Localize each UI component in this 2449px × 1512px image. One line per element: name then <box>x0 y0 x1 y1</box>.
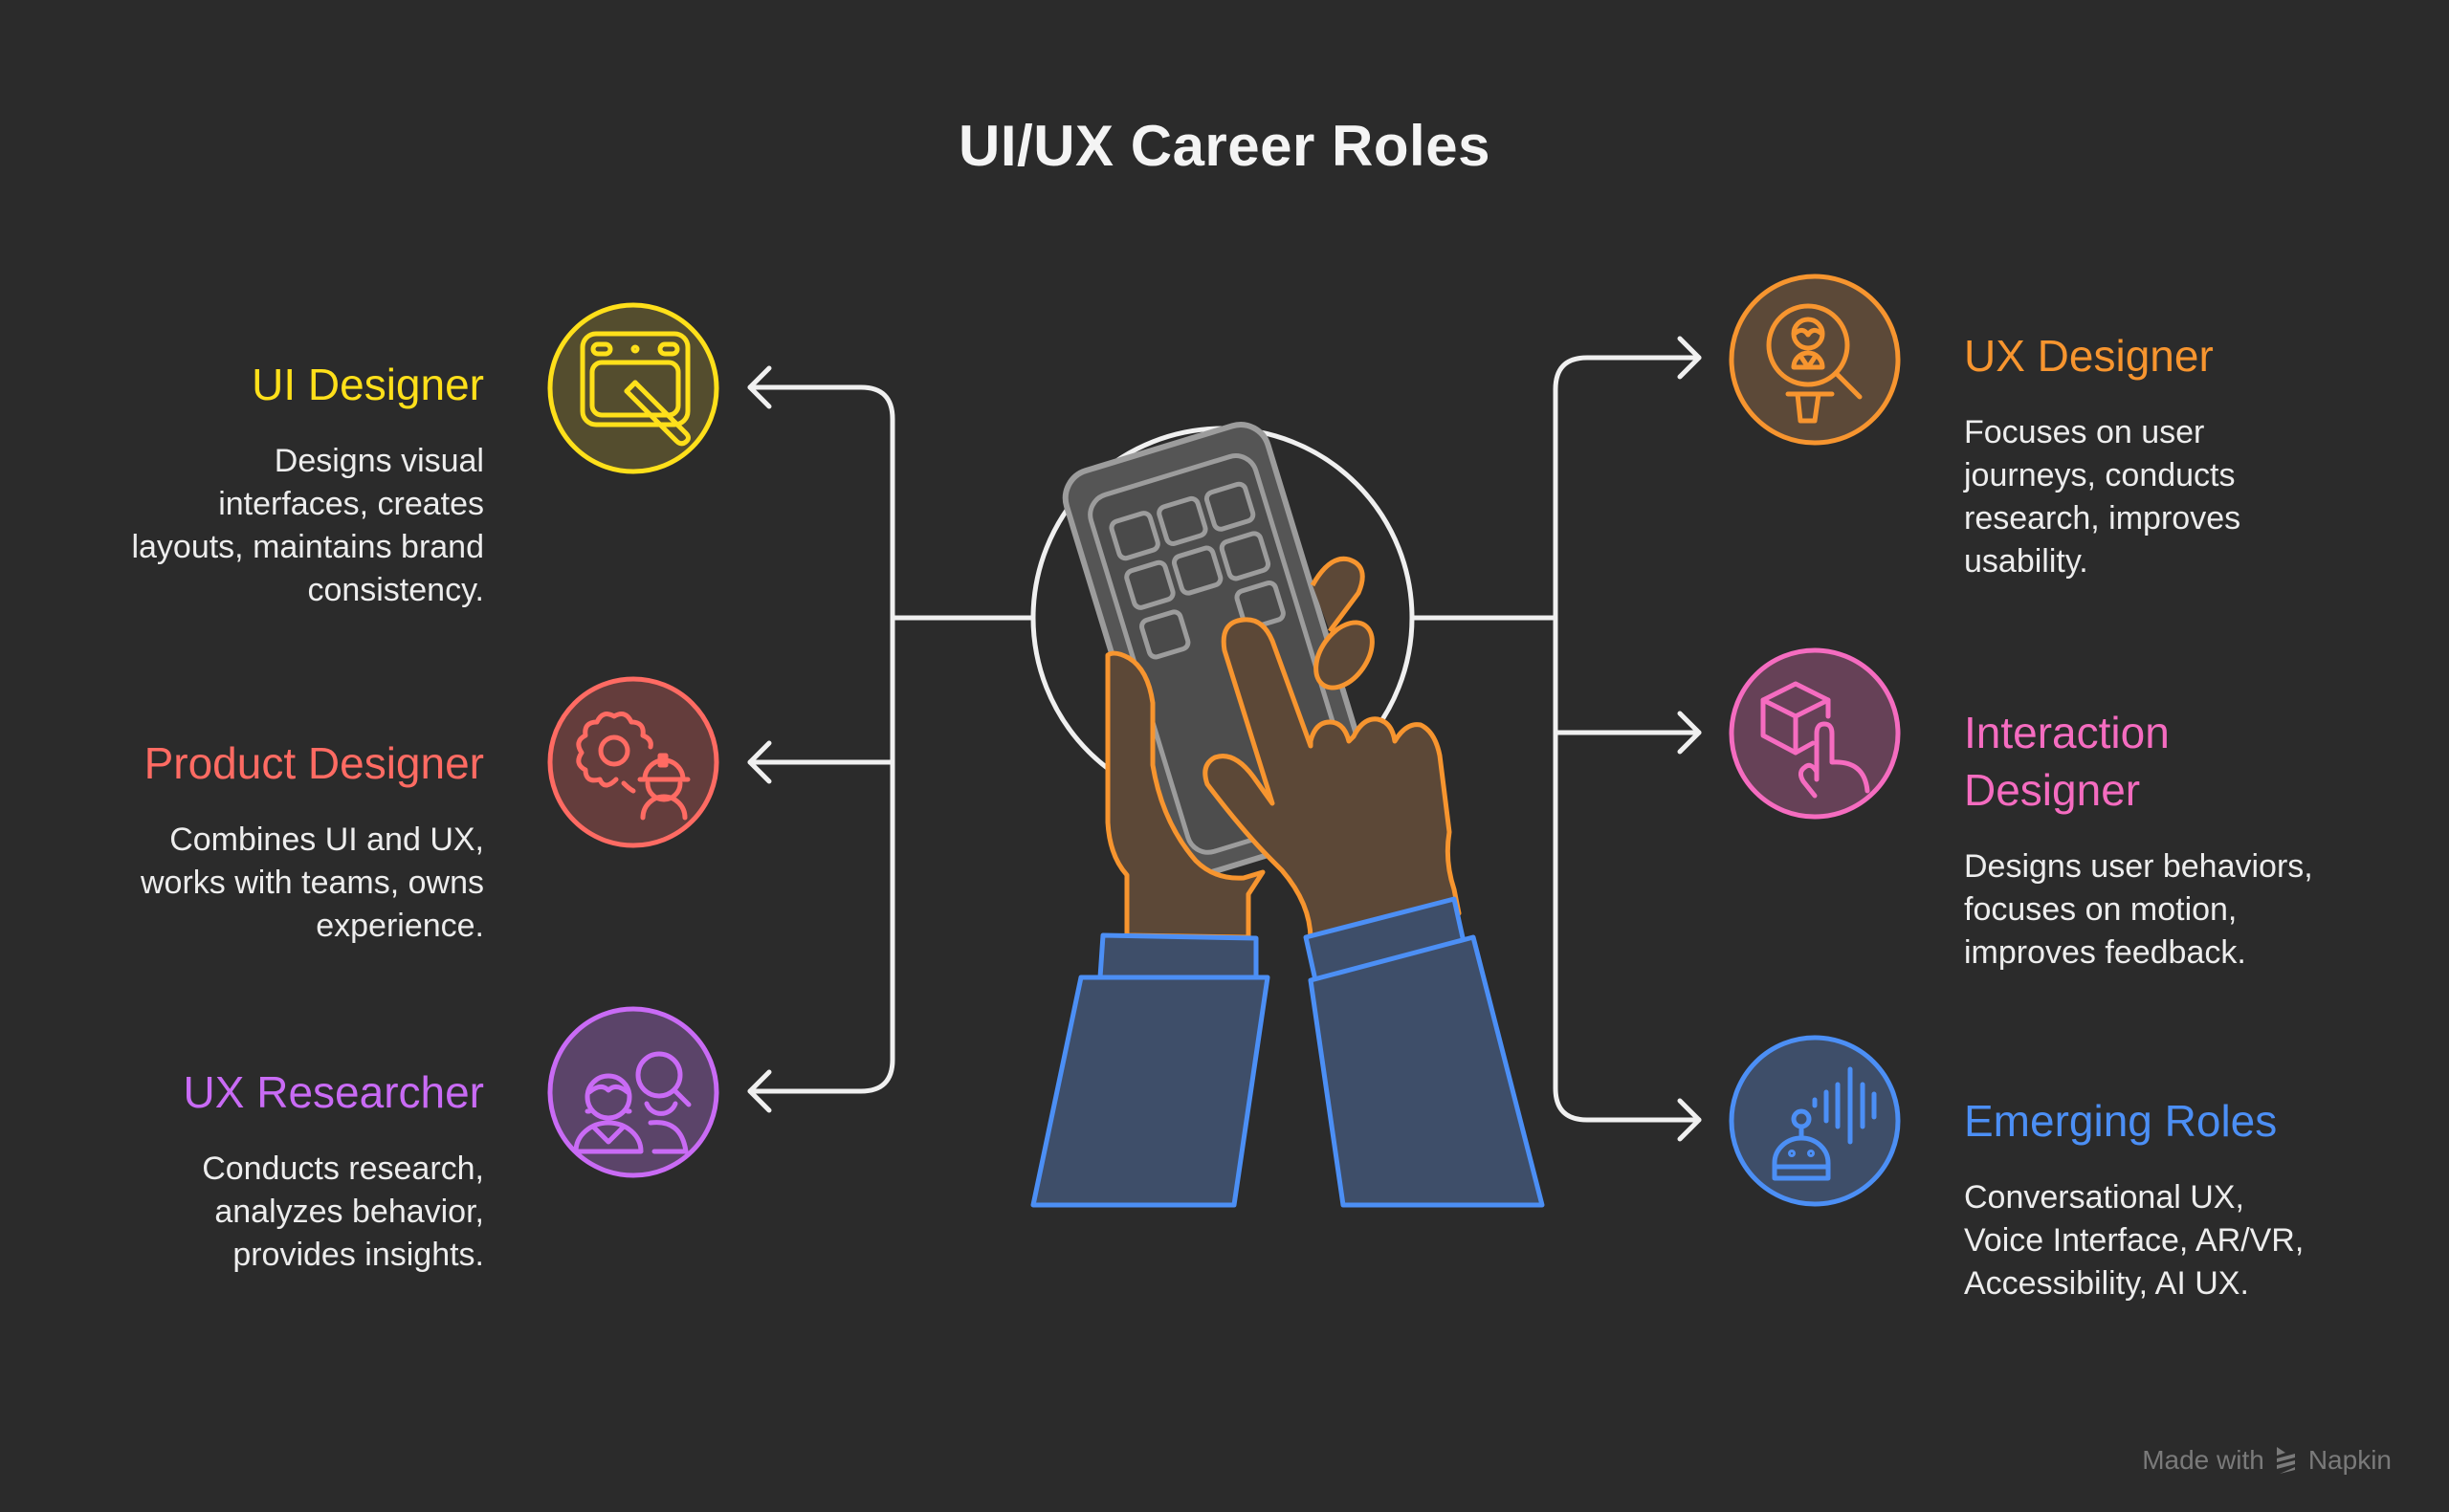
role-interaction-designer: Interaction Designer Designs user behavi… <box>1964 704 2404 975</box>
role-product-designer: Product Designer Combines UI and UX, wor… <box>44 734 484 948</box>
role-emerging-roles: Emerging Roles Conversational UX, Voice … <box>1964 1092 2404 1305</box>
arrow-right-interaction-designer <box>1677 711 1702 755</box>
arrow-left-ux-researcher <box>747 1069 772 1113</box>
hands-holding-phone-illustration <box>1030 422 1545 1208</box>
drawing-tablet-pen-icon <box>547 302 719 474</box>
role-title: UI Designer <box>252 360 484 409</box>
user-search-icon <box>1729 274 1901 446</box>
role-ui-designer: UI Designer Designs visual interfaces, c… <box>44 356 484 612</box>
cube-touch-icon <box>1729 647 1901 820</box>
role-description: Conversational UX, Voice Interface, AR/V… <box>1964 1179 2305 1302</box>
role-title: UX Researcher <box>183 1067 484 1117</box>
made-with-label: Made with <box>2142 1445 2264 1475</box>
page-title: UI/UX Career Roles <box>959 114 1490 178</box>
arrow-left-product-designer <box>747 740 772 784</box>
people-magnifier-icon <box>547 1006 719 1178</box>
arrow-right-ux-designer <box>1677 336 1702 380</box>
role-description: Designs visual interfaces, creates layou… <box>131 443 484 608</box>
napkin-logo-icon <box>2276 1447 2295 1474</box>
napkin-brand-label: Napkin <box>2307 1445 2392 1475</box>
role-title: Interaction Designer <box>1964 708 2170 815</box>
role-description: Designs user behaviors, focuses on motio… <box>1964 848 2313 971</box>
role-description: Focuses on user journeys, conducts resea… <box>1964 414 2241 580</box>
role-ux-designer: UX Designer Focuses on user journeys, co… <box>1964 327 2404 583</box>
arrow-right-emerging-roles <box>1677 1098 1702 1142</box>
role-title: Emerging Roles <box>1964 1096 2278 1146</box>
role-ux-researcher: UX Researcher Conducts research, analyze… <box>44 1063 484 1277</box>
napkin-watermark: Made with Napkin <box>2142 1445 2392 1476</box>
role-title: UX Designer <box>1964 331 2214 381</box>
arrow-left-ui-designer <box>747 365 772 409</box>
role-title: Product Designer <box>143 738 484 788</box>
role-description: Conducts research, analyzes behavior, pr… <box>202 1150 484 1273</box>
role-description: Combines UI and UX, works with teams, ow… <box>141 822 484 944</box>
robot-voice-icon <box>1729 1035 1901 1207</box>
gear-worker-icon <box>547 676 719 848</box>
